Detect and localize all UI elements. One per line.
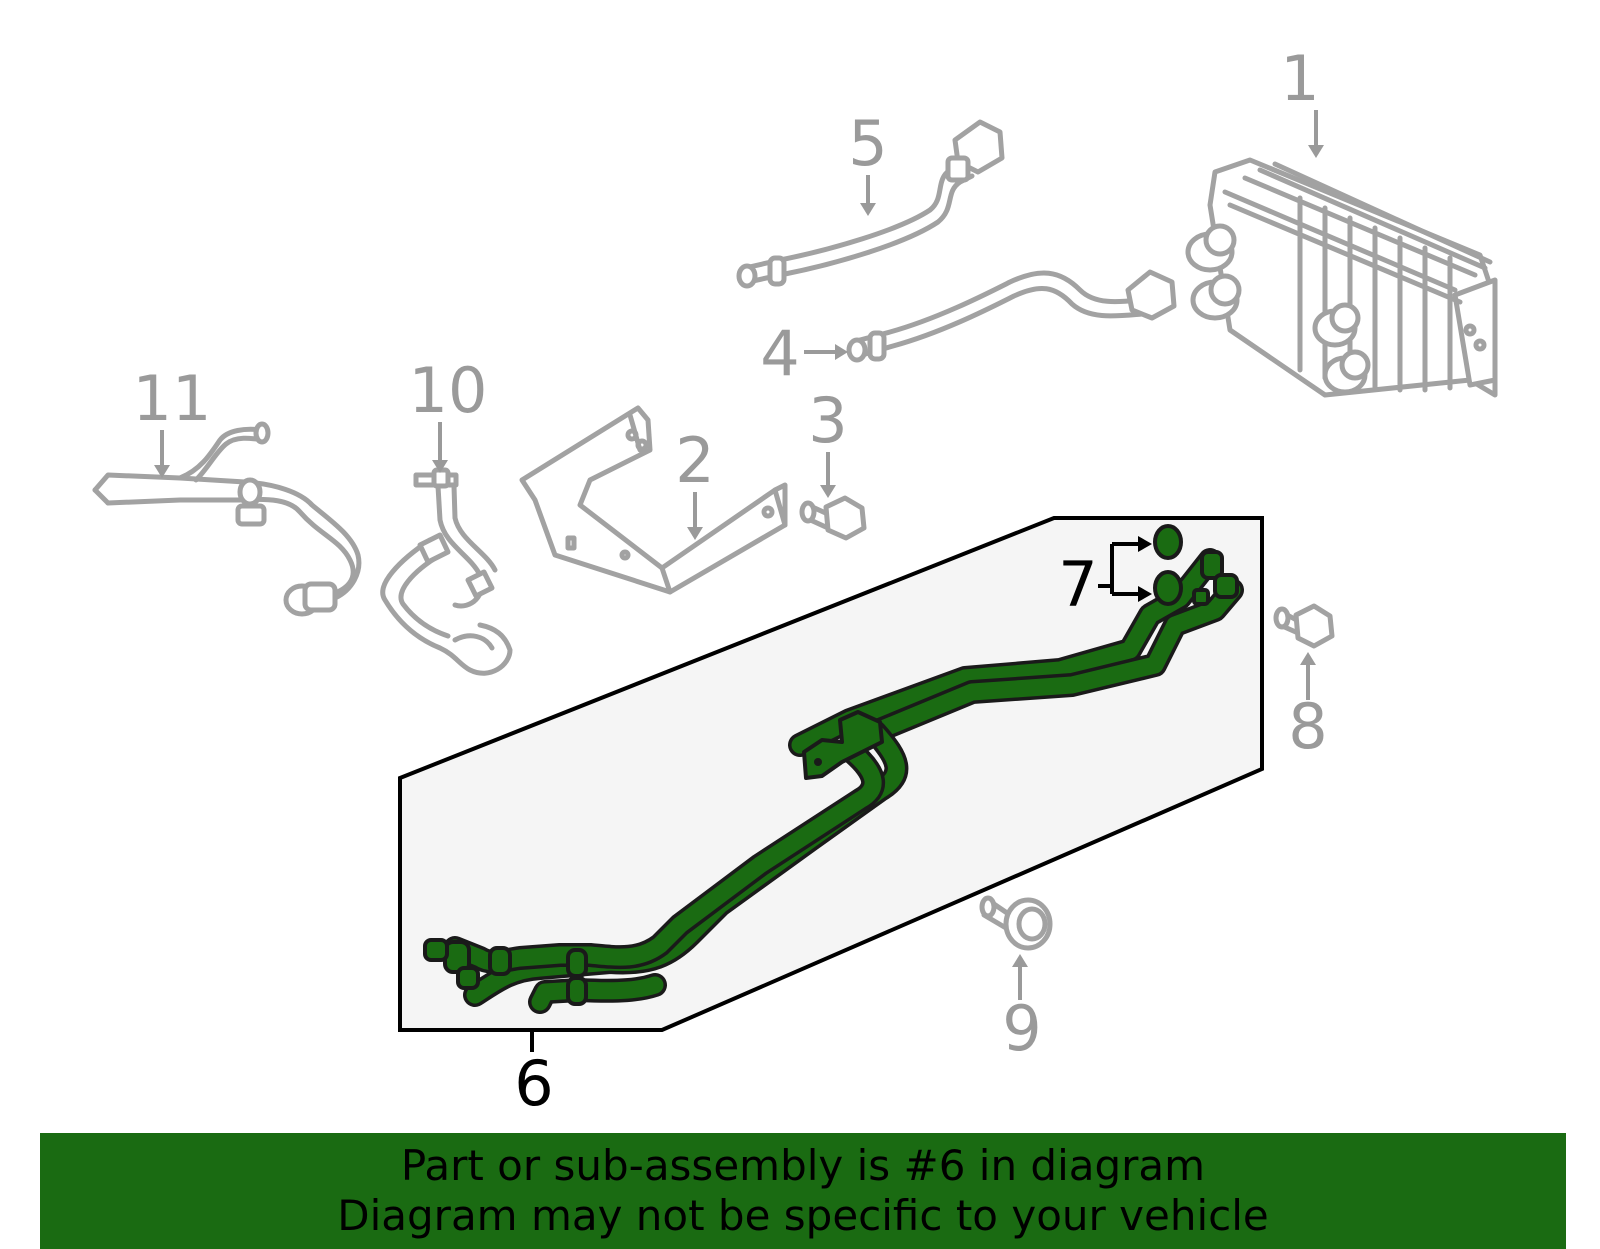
info-banner: Part or sub-assembly is #6 in diagram Di… bbox=[40, 1133, 1566, 1249]
part-1-oil-cooler[interactable] bbox=[1185, 157, 1498, 398]
part-8-bolt[interactable] bbox=[1273, 603, 1335, 649]
callout-9: 9 bbox=[1002, 954, 1042, 1065]
highlight-box bbox=[398, 516, 1264, 1032]
callout-8-label: 8 bbox=[1288, 690, 1327, 763]
callout-6-label: 6 bbox=[514, 1047, 553, 1120]
part-10-hose[interactable] bbox=[380, 467, 513, 676]
callout-7: 7 bbox=[1058, 536, 1152, 621]
callout-5: 5 bbox=[848, 107, 888, 216]
callout-6: 6 bbox=[514, 1030, 554, 1120]
part-9-bolt[interactable] bbox=[979, 895, 1053, 951]
callout-3-label: 3 bbox=[808, 384, 847, 457]
part-5-tube[interactable] bbox=[736, 119, 1005, 289]
part-11-tube[interactable] bbox=[92, 421, 362, 617]
callout-1: 1 bbox=[1280, 42, 1324, 158]
part-4-tube[interactable] bbox=[846, 269, 1177, 363]
callout-8: 8 bbox=[1288, 652, 1328, 763]
callout-4: 4 bbox=[760, 317, 848, 390]
part-3-bolt[interactable] bbox=[799, 495, 867, 541]
callout-2: 2 bbox=[675, 424, 715, 540]
callout-11: 11 bbox=[133, 362, 212, 478]
callout-5-label: 5 bbox=[848, 107, 887, 180]
part-2-bracket[interactable] bbox=[519, 405, 788, 595]
callout-10: 10 bbox=[409, 354, 488, 473]
callout-9-label: 9 bbox=[1002, 992, 1041, 1065]
callout-1-label: 1 bbox=[1280, 42, 1319, 115]
callout-3: 3 bbox=[808, 384, 848, 498]
callout-2-label: 2 bbox=[675, 424, 714, 497]
callout-7-label: 7 bbox=[1058, 548, 1097, 621]
callout-4-label: 4 bbox=[760, 317, 799, 390]
banner-line-1: Part or sub-assembly is #6 in diagram bbox=[400, 1141, 1206, 1190]
part-7-seals[interactable] bbox=[1153, 524, 1183, 606]
callout-10-label: 10 bbox=[409, 354, 488, 427]
banner-line-2: Diagram may not be specific to your vehi… bbox=[337, 1191, 1269, 1240]
callout-11-label: 11 bbox=[133, 362, 212, 435]
